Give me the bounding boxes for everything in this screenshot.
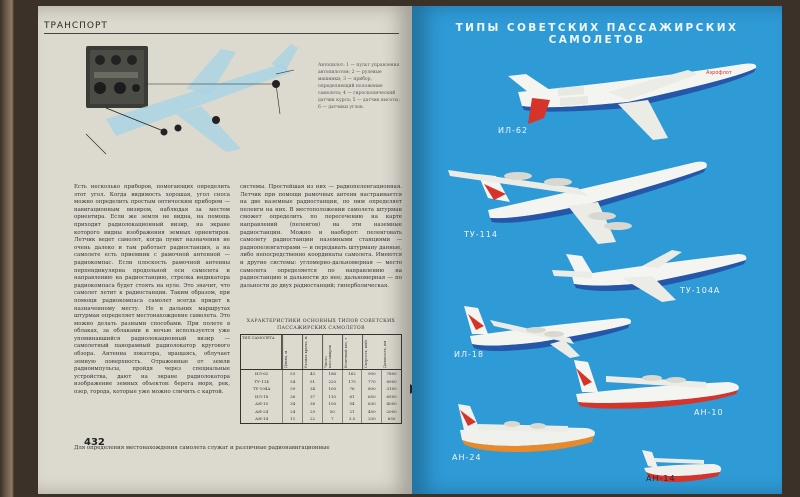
aircraft-label: ТУ-114 [464,230,498,239]
table-header: Скорость, км/ч [361,335,382,369]
table-header: Взлетный вес, т [341,335,362,369]
aircraft-silhouette [106,64,291,136]
autopilot-illustration [85,44,298,155]
an24-illustration [458,404,595,452]
aircraft-label: АН-24 [452,453,482,462]
an14-illustration [642,450,722,482]
il62-illustration: Аэрофлот [508,63,757,140]
aircraft-label: ИЛ-18 [454,350,485,359]
tu114-illustration [448,161,707,244]
text-continuation: Для определения местонахождения самолета… [74,445,330,451]
table-header-row: ТИП САМОЛЕТА Длина, м Размах крыла, м Чи… [241,335,401,370]
il18-illustration [464,306,631,358]
svg-text:Аэрофлот: Аэрофлот [706,70,732,76]
an10-illustration [574,360,739,409]
tu104a-illustration [552,250,747,302]
table-header: Длина, м [281,335,302,369]
table-header: ТИП САМОЛЕТА [241,335,282,369]
header-rule [44,33,399,34]
page-number: 432 [84,437,105,448]
text-column-2: системы. Простейшая из них — радиопеленг… [240,184,402,289]
aircraft-label: ТУ-104А [680,286,721,295]
table-header: Размах крыла, м [301,335,322,369]
aircraft-label: ИЛ-62 [498,126,529,135]
aircraft-spec-table: ХАРАКТЕРИСТИКИ ОСНОВНЫХ ТИПОВ СОВЕТСКИХ … [240,318,402,424]
text-column-1: Есть несколько приборов, помогающих опре… [74,184,230,396]
aircraft-label: АН-14 [646,474,676,483]
table-header: Дальность, км [382,340,387,368]
table-title: ХАРАКТЕРИСТИКИ ОСНОВНЫХ ТИПОВ СОВЕТСКИХ … [246,319,396,331]
running-head: ТРАНСПОРТ [44,21,108,31]
page-title: ТИПЫ СОВЕТСКИХ ПАССАЖИРСКИХ САМОЛЕТОВ [455,22,739,46]
figure-caption: Автопилот: 1 — пульт управления автопило… [318,63,400,110]
table-header: Число пассажиров [321,335,342,369]
aircraft-label: АН-10 [694,408,724,417]
